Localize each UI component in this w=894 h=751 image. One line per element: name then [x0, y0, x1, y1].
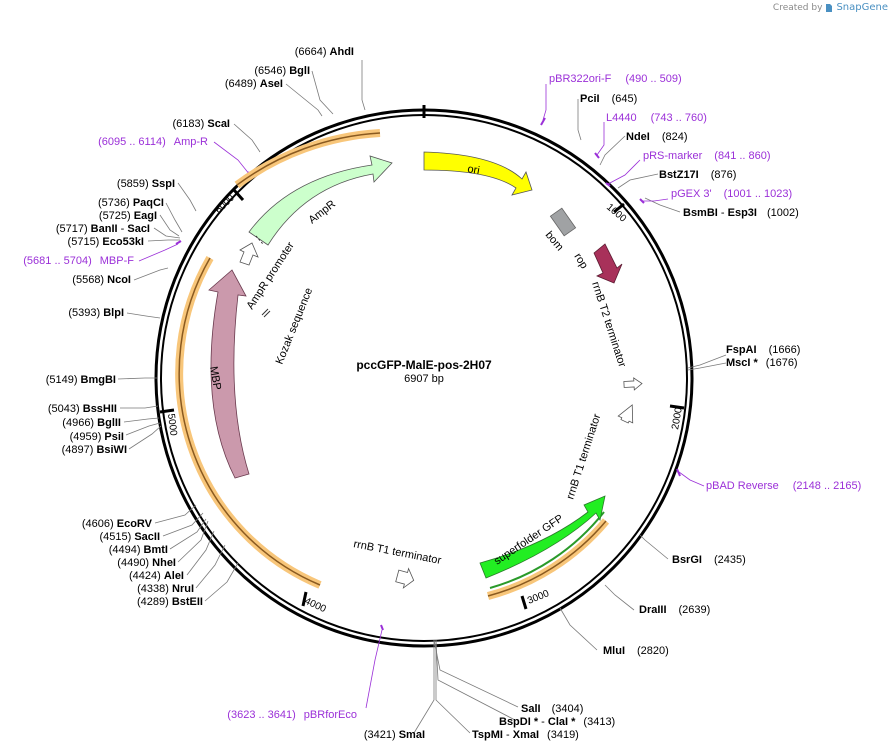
site-bspdi: BspDI * - ClaI *(3413): [499, 716, 615, 728]
ori-label: ori: [466, 163, 480, 177]
kozak-label: Kozak sequence: [274, 286, 316, 366]
primer-l4440: L4440(743 .. 760): [606, 112, 707, 124]
credit-brand: SnapGene: [836, 2, 888, 13]
site-bsshii: (5043) BssHII: [48, 403, 117, 415]
site-banii: (5717) BanII - SacI: [56, 223, 150, 235]
bom-feature: [549, 207, 577, 237]
primer-mark-l4440: [594, 152, 600, 159]
site-bmti: (4494) BmtI: [109, 544, 168, 556]
snapgene-credit: Created by SnapGene: [773, 2, 888, 13]
primer-leaders: [138, 84, 705, 709]
site-fspai: FspAI(1666): [726, 344, 800, 356]
ampr-feature: [248, 155, 393, 246]
primer-mark-mbpf: [175, 240, 182, 245]
primer-pbad: pBAD Reverse(2148 .. 2165): [706, 480, 861, 492]
site-sali: SalI (3404): [521, 703, 583, 715]
site-smai: (3421) SmaI: [364, 729, 425, 741]
site-psii: (4959) PsiI: [70, 431, 124, 443]
rrnb-t1-right-feature: [617, 404, 634, 424]
rrnb-t1-bottom-feature: [395, 567, 415, 589]
leader-lines: [117, 60, 727, 734]
site-ecorv: (4606) EcoRV: [82, 518, 153, 530]
tick-2000: 2000: [670, 406, 685, 430]
site-eagi: (5725) EagI: [99, 210, 157, 222]
primer-prs: pRS-marker(841 .. 860): [643, 150, 771, 162]
tick-mark-4000: [301, 591, 308, 607]
rrnb-t2-feature: [623, 377, 643, 391]
ori-feature: [423, 151, 533, 196]
mbp-feature: [208, 269, 250, 479]
tick-1000: 1000: [604, 202, 628, 225]
site-scai: (6183) ScaI: [173, 118, 231, 130]
site-draiii: DraIII(2639): [639, 604, 710, 616]
site-bmgbi: (5149) BmgBI: [46, 374, 116, 386]
primer-mark-pbr322ori: [540, 117, 546, 126]
plasmid-name: pccGFP-MalE-pos-2H07: [356, 358, 492, 372]
site-bgli: (6546) BglI: [254, 65, 310, 77]
primer-mark-pbad: [676, 468, 681, 477]
mbp-orf-line: [178, 257, 321, 586]
ampr-promoter-feature: [239, 242, 259, 266]
right-site-labels: SalI (3404) BspDI * - ClaI *(3413) TspMI…: [472, 93, 800, 741]
mbp-label: MBP: [207, 365, 223, 391]
rop-label: rop: [571, 251, 590, 271]
site-ahdi: (6664) AhdI: [295, 46, 354, 58]
plasmid-length: 6907 bp: [404, 373, 444, 385]
rrnb-t2-label: rrnB T2 terminator: [589, 280, 628, 369]
gfp-orf-line: [487, 520, 607, 597]
site-tspmi: TspMI - XmaI(3419): [472, 729, 579, 741]
site-paqci: (5736) PaqCI: [98, 197, 164, 209]
site-alei: (4424) AleI: [129, 570, 184, 582]
tick-5000: 5000: [165, 413, 179, 437]
primer-mark-prs: [605, 182, 611, 187]
primer-mbpf: (5681 .. 5704)MBP-F: [23, 255, 134, 267]
site-bsrgi: BsrGI(2435): [672, 554, 746, 566]
site-mlui: MluI(2820): [603, 645, 669, 657]
sfgfp-feature: [479, 495, 606, 579]
site-nhei: (4490) NheI: [117, 557, 176, 569]
site-blpi: (5393) BlpI: [68, 307, 124, 319]
left-site-labels: (6664) AhdI (6546) BglI (6489) AseI (618…: [46, 46, 425, 741]
ampr-inner-mark: [255, 235, 264, 245]
tick-mark-1000: [613, 202, 625, 214]
site-msci: MscI *(1676): [726, 357, 798, 369]
tick-mark-2000: [669, 404, 685, 410]
tick-mark-5000: [159, 408, 175, 414]
snapgene-logo-icon: [825, 3, 833, 13]
ampr-label: AmpR: [306, 198, 338, 226]
primer-pbrforeco: (3623 .. 3641)pBRforEco: [227, 709, 357, 721]
tick-mark-3000: [520, 595, 528, 610]
site-pcii: PciI(645): [580, 93, 637, 105]
site-ncoi: (5568) NcoI: [72, 274, 131, 286]
site-bstz17i: BstZ17I(876): [659, 169, 736, 181]
site-eco53ki: (5715) Eco53kI: [68, 236, 144, 248]
rrnb-t1-right-label: rrnB T1 terminator: [564, 412, 603, 501]
site-bglii: (4966) BglII: [62, 417, 121, 429]
credit-text: Created by: [772, 2, 823, 13]
site-bsteii: (4289) BstEII: [137, 596, 203, 608]
rrnb-t1-bottom-label: rrnB T1 terminator: [352, 538, 442, 567]
primer-pbr322ori: pBR322ori-F(490 .. 509): [549, 73, 682, 85]
kozak-feature: [261, 308, 271, 318]
gfp-inner-line: [489, 511, 605, 589]
primer-ampr: (6095 .. 6114)Amp-R: [98, 136, 208, 148]
tick-3000: 3000: [526, 588, 551, 607]
primer-labels: pBR322ori-F(490 .. 509) L4440(743 .. 760…: [23, 73, 861, 721]
site-bsiwi: (4897) BsiWI: [62, 444, 127, 456]
ampr-orf-line: [236, 132, 381, 186]
site-asei: (6489) AseI: [225, 78, 283, 90]
tick-mark-6000: [232, 188, 245, 202]
primer-pgex: pGEX 3'(1001 .. 1023): [671, 188, 792, 200]
site-bsmbi: BsmBI - Esp3I(1002): [683, 207, 799, 219]
site-nrui: (4338) NruI: [137, 583, 194, 595]
site-sacii: (4515) SacII: [99, 531, 160, 543]
primer-mark-pbrforeco: [380, 624, 384, 631]
site-ndei: NdeI(824): [626, 131, 688, 143]
rop-feature: [593, 243, 623, 284]
site-sspi: (5859) SspI: [117, 178, 175, 190]
